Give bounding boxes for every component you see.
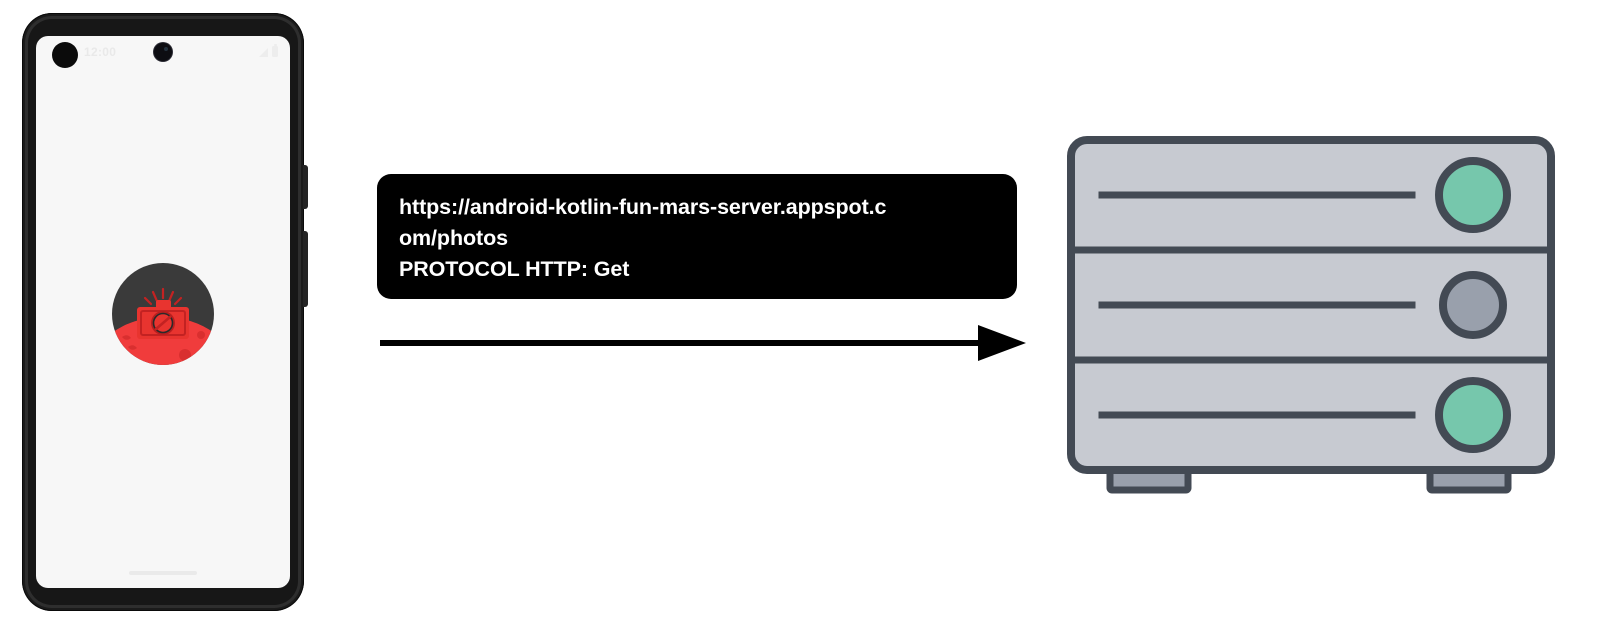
power-button[interactable]: [303, 165, 308, 209]
status-led-green-icon: [1435, 157, 1511, 233]
http-request-label: https://android-kotlin-fun-mars-server.a…: [377, 174, 1017, 299]
web-server-graphic: [1067, 136, 1555, 494]
mars-photos-app-logo: [112, 263, 214, 365]
status-led-green-icon: [1435, 377, 1511, 453]
volume-button[interactable]: [303, 231, 308, 307]
gesture-navigation-bar[interactable]: [129, 571, 197, 575]
app-badge-dot-icon: [52, 42, 78, 68]
battery-icon: [272, 44, 278, 57]
request-protocol-line: PROTOCOL HTTP: Get: [399, 257, 630, 281]
signal-icon: [259, 48, 268, 57]
front-camera-punch-hole-icon: [154, 43, 172, 61]
status-bar: 12:00: [36, 36, 290, 72]
request-url-line-1: https://android-kotlin-fun-mars-server.a…: [399, 195, 887, 219]
request-direction-arrow: [380, 325, 1026, 361]
request-url-line-2: om/photos: [399, 226, 508, 250]
phone-screen[interactable]: 12:00: [36, 36, 290, 588]
status-bar-icons: [259, 44, 278, 57]
status-bar-clock: 12:00: [84, 45, 117, 59]
server-rack-2: [1098, 271, 1507, 339]
server-rack-1: [1098, 157, 1511, 233]
status-led-gray-icon: [1439, 271, 1507, 339]
android-phone-mockup: 12:00: [22, 13, 308, 611]
server-rack-3: [1098, 377, 1511, 453]
